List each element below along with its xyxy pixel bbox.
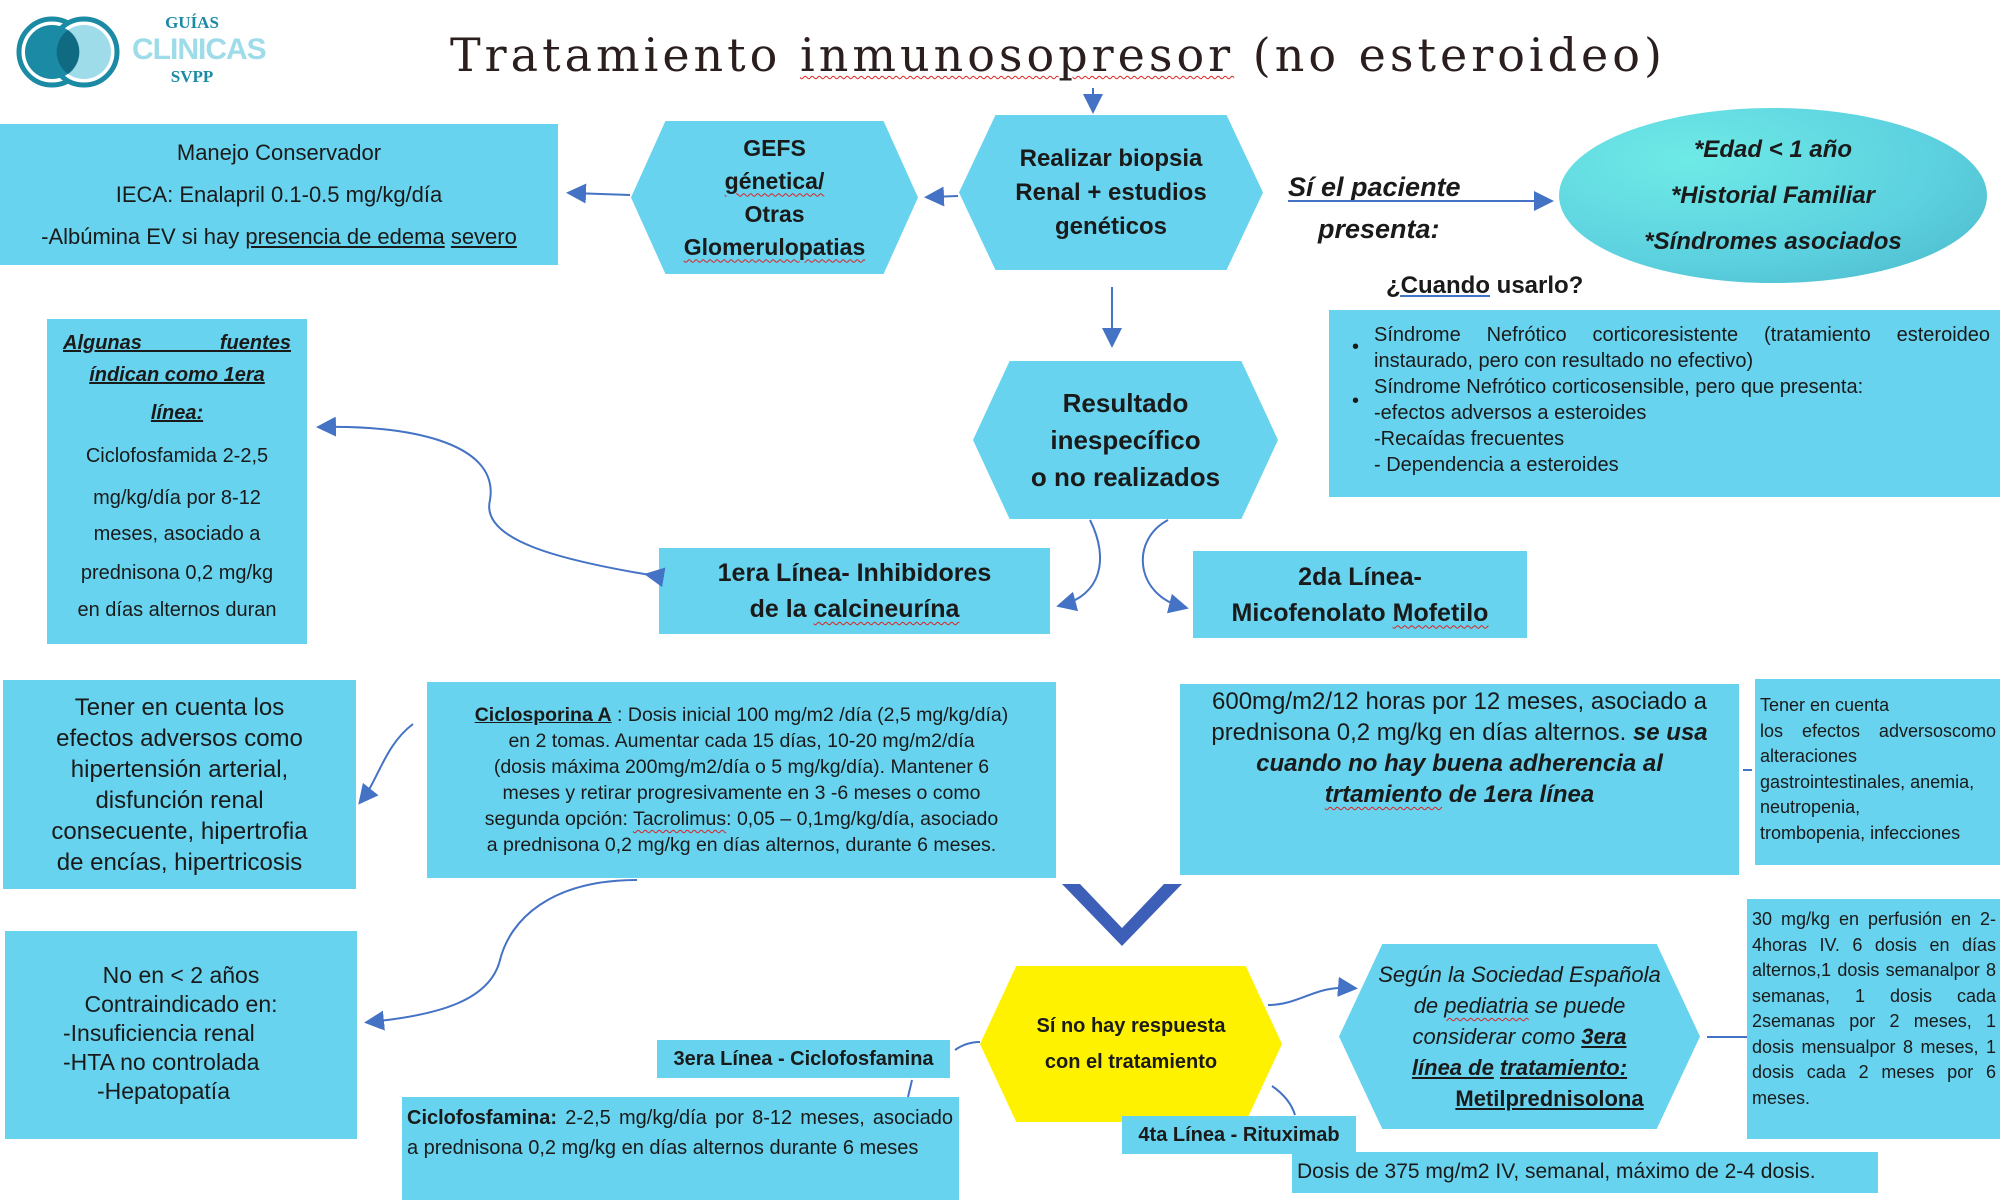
tercera-linea-box: 3era Línea - Ciclofosfamina [657, 1040, 950, 1078]
arrow-ciclosporina-to-contra [364, 879, 638, 1031]
ciclofosfamina-box: Ciclofosfamina: 2-2,5 mg/kg/día por 8-12… [402, 1097, 959, 1200]
metilprednisolona-dosis-box: 30 mg/kg en perfusión en 2- 4horas IV. 6… [1747, 899, 2000, 1139]
logo-text-guias: GUÍAS [165, 13, 219, 32]
micofenolato-dosis-box: 600mg/m2/12 horas por 12 meses, asociado… [1180, 684, 1739, 875]
resultado-node: Resultado inespecífico o no realizados [973, 361, 1278, 519]
cuarta-linea-box: 4ta Línea - Rituximab [1122, 1116, 1356, 1154]
cuando-item-1: •Síndrome Nefrótico corticoresistente (t… [1352, 324, 1990, 372]
line-tercera-to-ciclofos [907, 1079, 913, 1098]
arrow-primera-to-algunas [316, 416, 666, 588]
segunda-linea-box: 2da Línea- Micofenolato Mofetilo [1193, 551, 1527, 638]
segun-sociedad-node: Según la Sociedad Española de pediatria … [1339, 944, 1700, 1129]
logo-circles-icon [16, 16, 120, 88]
rituximab-dosis-box: Dosis de 375 mg/m2 IV, semanal, máximo d… [1292, 1152, 1878, 1193]
arrow-sin-respuesta-to-segun [1267, 976, 1358, 1006]
logo-text-clinicas: CLINICAS [132, 33, 267, 66]
cuando-heading: ¿Cuando usarlo? [1386, 272, 1584, 299]
logo-text-svpp: SVPP [170, 67, 214, 86]
line-sin-respuesta-to-tercera [954, 1041, 981, 1051]
arrow-resultado-to-segunda [1141, 519, 1189, 614]
criterios-oval: *Edad < 1 año *Historial Familiar *Síndr… [1559, 108, 1987, 283]
contraindicaciones-box: No en < 2 años Contraindicado en: -Insuf… [5, 931, 357, 1139]
algunas-fuentes-box: Algunas fuentes índican como 1era línea:… [47, 319, 307, 644]
manejo-conservador-box: Manejo Conservador IECA: Enalapril 0.1-0… [0, 124, 558, 265]
sin-respuesta-node: Sí no hay respuesta con el tratamiento [980, 966, 1282, 1122]
arrow-resultado-to-primera [1056, 519, 1102, 612]
si-paciente-label: Sí el paciente presenta: [1288, 172, 1461, 244]
page-title: Tratamiento inmunosopresor (no esteroide… [450, 28, 1666, 82]
arrow-biopsia-to-gefs [924, 186, 959, 207]
biopsia-node: Realizar biopsia Renal + estudios genéti… [959, 115, 1263, 270]
logo: GUÍAS CLINICAS SVPP [14, 12, 267, 92]
cuando-box: •Síndrome Nefrótico corticoresistente (t… [1329, 310, 2000, 497]
gefs-node: GEFS génetica/ Otras Glomerulopatias [631, 121, 918, 274]
primera-linea-box: 1era Línea- Inhibidores de la calcineurí… [659, 548, 1050, 634]
line-sin-respuesta-to-cuarta [1271, 1085, 1296, 1116]
ciclosporina-box: Ciclosporina A : Dosis inicial 100 mg/m2… [427, 682, 1056, 878]
cuando-item-2: •Síndrome Nefrótico corticosensible, per… [1352, 376, 1864, 476]
arrow-ciclosporina-to-efectos [358, 723, 414, 805]
arrow-gefs-to-manejo [566, 183, 631, 204]
chevron-down-icon [1062, 884, 1182, 946]
